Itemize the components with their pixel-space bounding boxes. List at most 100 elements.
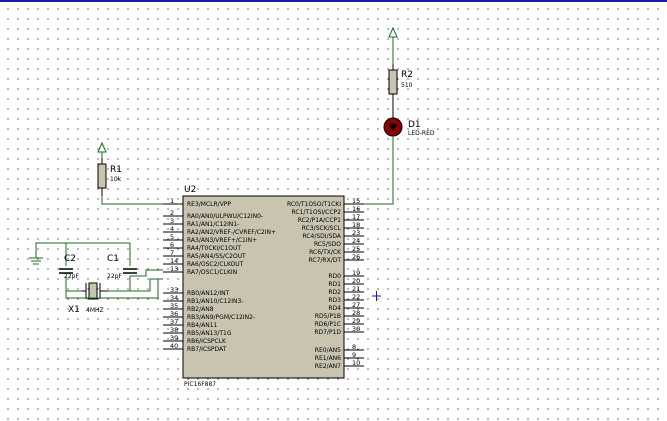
u2-pin-label: RD5/P1B [315,313,341,320]
u2-pin-label: RA5/AN4/SS/C2OUT [187,253,246,260]
u2-pin-label: RC3/SCK/SCL [302,225,342,232]
u2-pin-label: RD0 [328,273,341,280]
u2-pin-number: 38 [170,326,178,334]
u2-pin-number: 27 [352,301,360,309]
resistor-r2-body [388,69,398,95]
x1-value: 4MHZ [86,307,104,314]
u2-pin-label: RE2/AN7 [315,363,341,370]
u2-pin-number: 16 [352,205,360,213]
d1-value: LED-RED [408,130,435,137]
u2-pin-number: 30 [352,325,360,333]
u2-pin-number: 18 [352,221,360,229]
u2-pin-number: 37 [170,318,178,326]
power-terminal-r2[interactable] [388,26,398,64]
u2-pin-number: 2 [170,209,174,217]
ic-u2-body [182,195,345,379]
u2-pin-label: RA3/AN3/VREF+/C1IN+ [187,237,257,244]
u2-pin-label: RD7/P1D [314,329,341,336]
c2-value: 22pF [64,273,79,280]
resistor-r2[interactable]: R2 510 [388,64,413,118]
resistor-r1[interactable]: R1 10k [97,158,122,196]
u2-pin-number: 1 [170,197,174,205]
u2-pin-number: 34 [170,294,178,302]
u2-pin-label: RA6/OSC2/CLKOUT [187,261,244,268]
led-d1[interactable]: D1 LED-RED [383,117,435,137]
u2-pin-label: RB5/AN13/T1G [187,330,232,337]
u2-pin-label: RC5/SDO [314,241,341,248]
r1-value: 10k [110,176,122,183]
wire-osc1[interactable] [130,278,163,292]
u2-pin-number: 4 [170,225,174,233]
r2-ref: R2 [401,70,413,80]
crosshair-cursor-icon [372,291,381,301]
capacitor-c1[interactable]: C1 22pF [107,254,137,280]
u2-pin-number: 17 [352,213,360,221]
u2-pin-label: RE1/AN6 [315,355,341,362]
wire-r1-mclr[interactable] [101,196,163,205]
u2-pin-label: RB7/ICSPDAT [187,346,227,353]
u2-pin-number: 14 [170,257,178,265]
wire-led-rc0[interactable] [344,136,394,205]
u2-pin-label: RC2/P1A/CCP1 [298,217,341,224]
u2-pin-number: 26 [352,253,360,261]
wire-osc-return[interactable] [65,279,159,299]
power-terminal-r1[interactable] [97,141,107,158]
u2-pin-number: 3 [170,217,174,225]
u2-pin-number: 15 [352,197,360,205]
u2-pin-label: RC0/T1OSO/T1CKI [287,201,341,208]
u2-pin-number: 5 [170,233,174,241]
capacitor-c2[interactable]: C2 22pF [59,254,79,280]
ground-terminal[interactable] [29,257,43,265]
u2-part: PIC16F887 [184,381,216,388]
wire-ground-rail[interactable] [35,242,131,266]
crystal-x1[interactable]: X1 4MHZ [68,282,108,315]
power-arrow-icon [388,26,398,38]
u2-pin-label: RD4 [328,305,341,312]
u2-pin-number: 33 [170,286,178,294]
u2-pin-number: 24 [352,237,360,245]
u2-pin-number: 35 [170,302,178,310]
u2-pin-number: 39 [170,334,178,342]
u2-right-pins: 15RC0/T1OSO/T1CKI16RC1/T1OSI/CCP217RC2/P… [287,197,364,370]
wire-osc2[interactable] [130,269,163,277]
